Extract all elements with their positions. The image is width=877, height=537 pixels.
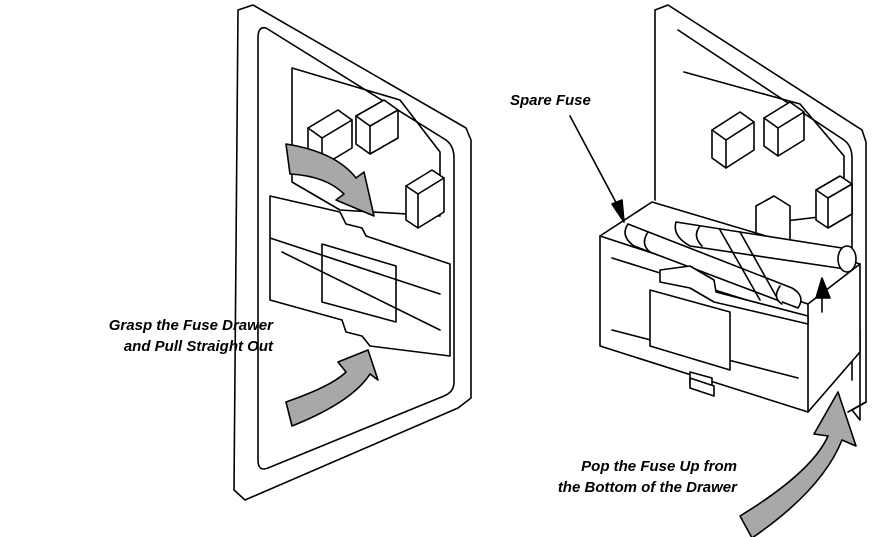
left-mounting-plate: [233, 4, 472, 501]
left-pull-arrow: [285, 349, 379, 427]
grasp-instruction-label: Grasp the Fuse Drawer and Pull Straight …: [109, 315, 273, 357]
right-pop-arrow: [739, 391, 857, 537]
right-power-module: [599, 4, 867, 421]
right-mounting-plate: [654, 4, 867, 421]
left-power-module: [233, 4, 472, 501]
spare-fuse: [624, 223, 802, 309]
drawer-rail: [659, 265, 809, 325]
spare-fuse-label: Spare Fuse: [510, 90, 591, 111]
drawer-bottom-tab: [689, 377, 715, 397]
pop-up-arrowhead: [815, 277, 831, 299]
popped-fuse: [674, 221, 857, 301]
grasp-line-1: Grasp the Fuse Drawer: [108, 317, 273, 334]
left-inlet-pins: [307, 99, 445, 229]
grasp-line-2: and Pull Straight Out: [123, 338, 273, 355]
left-inner-recess: [257, 26, 455, 470]
spare-fuse-leader-head: [611, 199, 625, 223]
left-drawer-window: [321, 243, 397, 323]
spare-fuse-leader: [569, 115, 621, 211]
left-inlet-recess: [291, 67, 441, 217]
pop-line-1: Pop the Fuse Up from: [581, 458, 737, 475]
left-insert-arrow: [285, 143, 375, 217]
pop-instruction-label: Pop the Fuse Up from the Bottom of the D…: [558, 456, 737, 498]
spare-fuse-text: Spare Fuse: [510, 92, 591, 109]
left-fuse-drawer: [269, 195, 451, 357]
pop-line-2: the Bottom of the Drawer: [557, 479, 737, 496]
right-inner-recess: [677, 29, 853, 381]
right-drawer-window: [649, 289, 731, 371]
right-inlet-pins: [711, 101, 853, 251]
